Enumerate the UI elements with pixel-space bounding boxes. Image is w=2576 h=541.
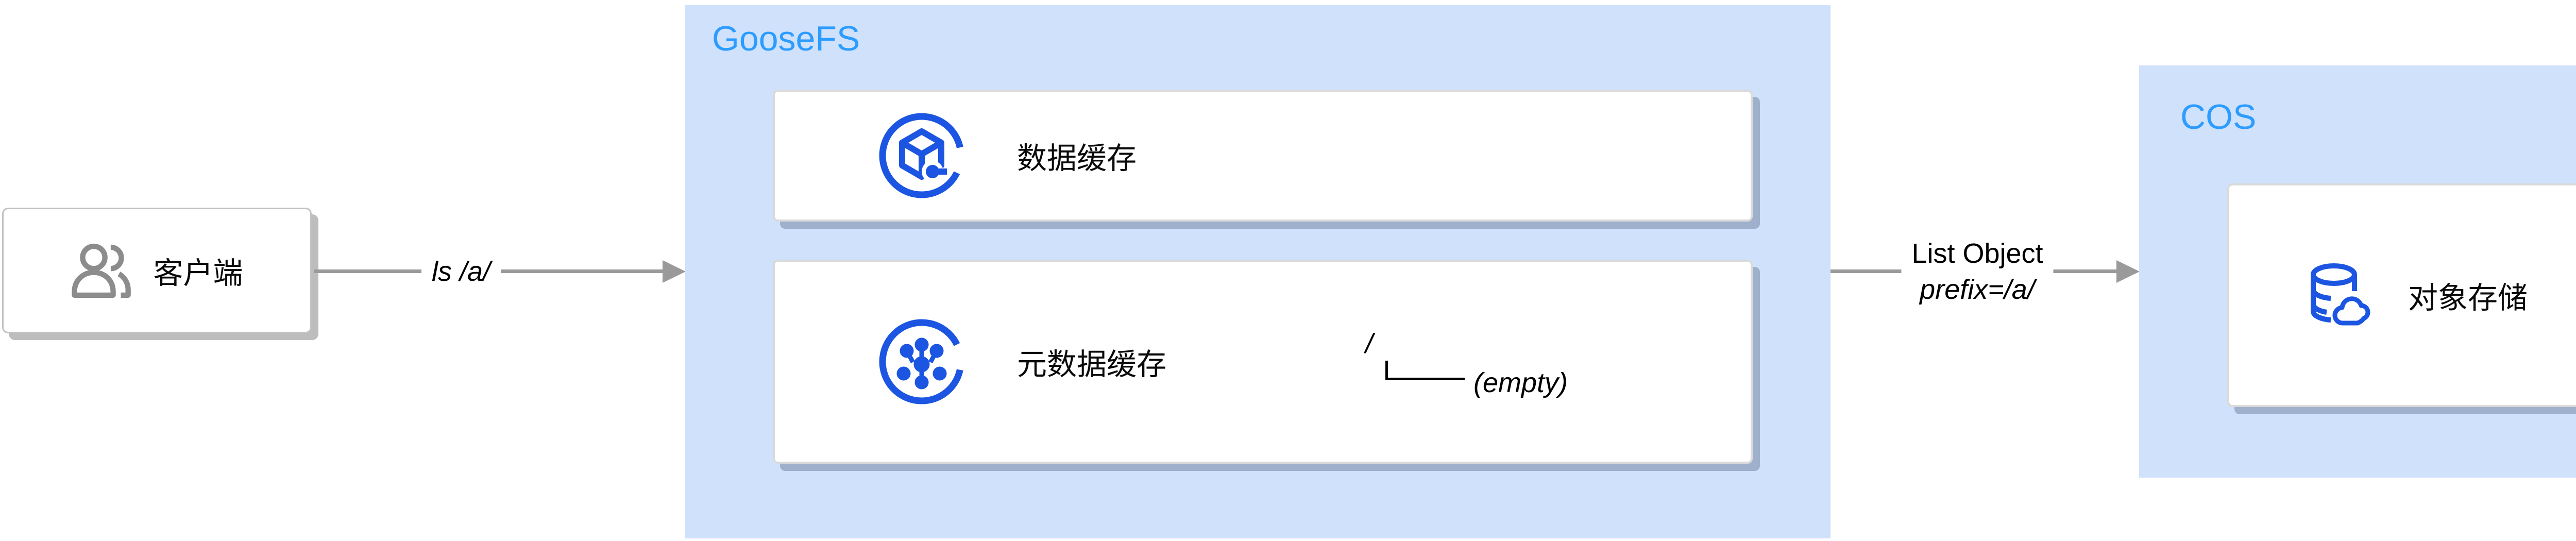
arrowhead-right-icon <box>663 260 686 283</box>
meta-tree-empty-label: (empty) <box>1473 367 1568 398</box>
arrow2-label: List Object prefix=/a/ <box>1901 233 2054 310</box>
data-cache-icon <box>879 113 964 198</box>
object-storage-node: 对象存储 <box>2227 183 2576 407</box>
arrowhead-right-icon <box>2116 260 2140 283</box>
prefix-label: prefix=/a/ <box>1920 274 2035 305</box>
meta-cache-label: 元数据缓存 <box>1017 348 1167 381</box>
list-object-label: List Object <box>1911 238 2043 269</box>
object-storage-label: 对象存储 <box>2408 281 2528 315</box>
meta-tree-elbow <box>1385 361 1465 380</box>
client-node: 客户端 <box>2 208 312 333</box>
arrow1-label: ls /a/ <box>421 251 501 292</box>
goosefs-title: GooseFS <box>712 19 860 58</box>
cos-title: COS <box>2180 97 2257 137</box>
users-icon <box>72 243 131 298</box>
meta-tree-root: / <box>1365 328 1374 359</box>
metadata-cluster-icon <box>879 319 964 404</box>
meta-cache-node: 元数据缓存 <box>773 260 1753 464</box>
ls-command-label: ls /a/ <box>431 256 491 287</box>
data-cache-node: 数据缓存 <box>773 90 1753 222</box>
client-label: 客户端 <box>153 257 243 290</box>
data-cache-label: 数据缓存 <box>1017 142 1137 175</box>
database-cloud-icon <box>2311 263 2370 326</box>
